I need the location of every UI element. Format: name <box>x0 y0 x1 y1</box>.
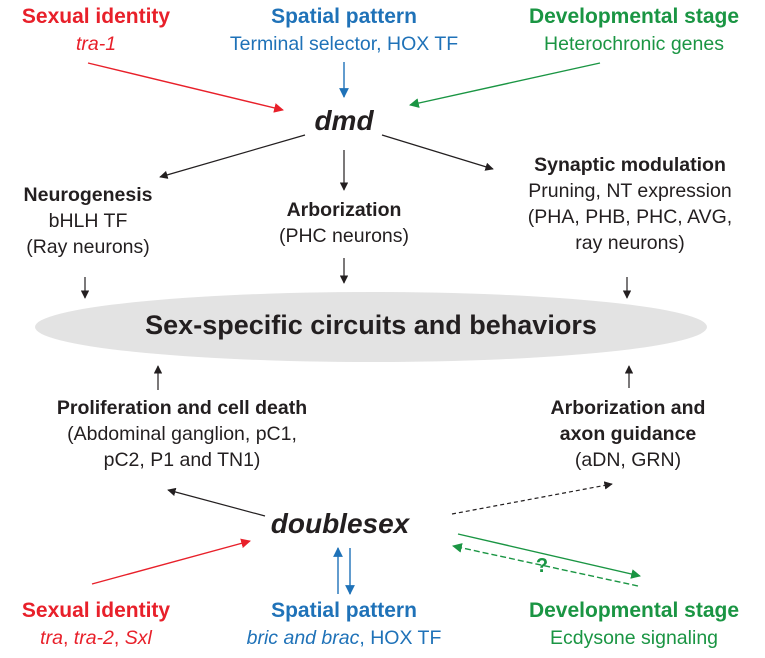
arrow-doublesex-to-arborization-axon <box>451 481 613 515</box>
bottom-spatial-heading: Spatial pattern <box>271 599 417 622</box>
top-spatial-heading: Spatial pattern <box>271 5 417 28</box>
arrow-dmd-to-neurogenesis <box>159 134 306 179</box>
neurogenesis-title: Neurogenesis <box>23 184 153 206</box>
arrow-dmd-to-synaptic <box>381 134 494 171</box>
arborization-axon-title1: Arborization and <box>550 397 706 419</box>
arborization-axon-line1: (aDN, GRN) <box>574 449 682 471</box>
doublesex-gene-label: doublesex <box>270 508 410 539</box>
arborization-title: Arborization <box>286 199 402 221</box>
top-sexual-heading: Sexual identity <box>21 5 171 28</box>
top-sexual-sub: tra-1 <box>75 33 117 55</box>
synaptic-line3: ray neurons) <box>575 232 685 254</box>
neurogenesis-line2: (Ray neurons) <box>26 236 150 258</box>
proliferation-line1: (Abdominal ganglion, pC1, <box>67 423 297 445</box>
synaptic-line2: (PHA, PHB, PHC, AVG, <box>527 206 733 228</box>
top-developmental-heading: Developmental stage <box>528 5 740 28</box>
arborization-axon-title2: axon guidance <box>559 423 697 445</box>
arrow-doublesex-to-proliferation <box>167 487 266 517</box>
arrow-sexual-to-doublesex <box>91 538 251 585</box>
bottom-sexual-sub-sep1: , <box>62 627 74 649</box>
bottom-developmental-heading: Developmental stage <box>528 599 740 622</box>
arborization-line1: (PHC neurons) <box>278 225 410 247</box>
top-developmental-sub: Heterochronic genes <box>544 33 724 55</box>
synaptic-line1: Pruning, NT expression <box>528 180 732 202</box>
top-spatial-sub: Terminal selector, HOX TF <box>229 33 459 55</box>
bottom-spatial-sub-bric: bric and brac <box>246 627 360 649</box>
question-mark: ? <box>535 555 549 577</box>
proliferation-line2: pC2, P1 and TN1) <box>103 449 261 471</box>
bottom-spatial-sub-hox: , HOX TF <box>359 627 442 649</box>
bottom-sexual-sub-sep2: , <box>113 627 125 649</box>
synaptic-title: Synaptic modulation <box>534 154 726 176</box>
arrow-developmental-to-dmd <box>409 62 601 108</box>
center-label: Sex-specific circuits and behaviors <box>145 310 597 340</box>
arrow-sexual-to-dmd <box>87 62 284 113</box>
neurogenesis-line1: bHLH TF <box>48 210 128 232</box>
bottom-sexual-heading: Sexual identity <box>21 599 171 622</box>
bottom-sexual-sub: tra, tra-2, Sxl <box>40 627 152 650</box>
proliferation-title: Proliferation and cell death <box>56 397 308 419</box>
bottom-sexual-sub-tra: tra <box>40 627 63 649</box>
bottom-sexual-sub-tra2: tra-2 <box>73 627 114 649</box>
center-oval <box>35 292 707 362</box>
arrow-developmental-to-doublesex <box>452 543 639 587</box>
arrow-doublesex-to-developmental <box>457 533 641 579</box>
bottom-sexual-sub-sxl: Sxl <box>124 627 152 649</box>
bottom-spatial-sub: bric and brac, HOX TF <box>247 627 442 650</box>
dmd-gene-label: dmd <box>314 105 374 136</box>
bottom-developmental-sub: Ecdysone signaling <box>549 627 719 649</box>
